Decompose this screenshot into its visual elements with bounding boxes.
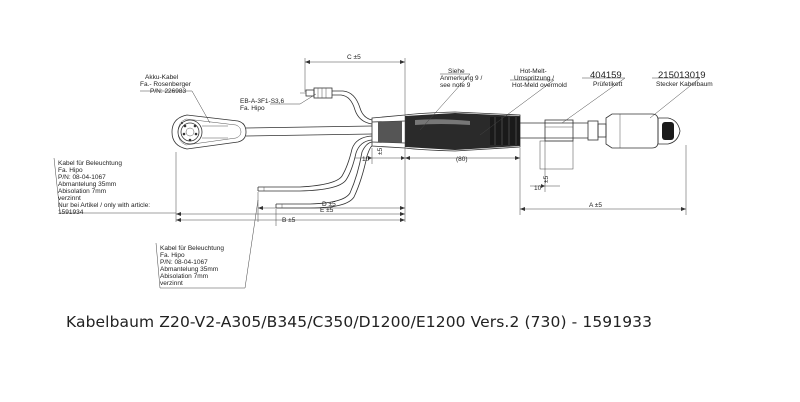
svg-text:10: 10 [534,185,542,192]
lighting-cables [257,135,373,209]
svg-text:see note 9: see note 9 [440,82,471,89]
test-label-label: 404159 Prüfetikett [590,70,622,88]
svg-text:Fa. Hipo: Fa. Hipo [160,252,185,259]
svg-text:Fa.- Rosenberger: Fa.- Rosenberger [140,81,192,88]
drawing-caption: Kabelbaum Z20-V2-A305/B345/C350/D1200/E1… [66,313,653,331]
dimension-lines [175,58,687,226]
wiring-harness-drawing: Akku-Kabel Fa.- Rosenberger P/N: 226983 … [53,54,713,289]
svg-text:P/N: 226983: P/N: 226983 [150,88,187,95]
svg-text:Hot-Melt-: Hot-Melt- [520,68,547,75]
svg-text:Abmantelung 35mm: Abmantelung 35mm [58,181,116,188]
svg-text:±5: ±5 [543,175,550,183]
lighting-cable-label-1: Kabel für Beleuchtung Fa. Hipo P/N: 08-0… [58,160,150,216]
svg-text:215013019: 215013019 [658,70,706,81]
leader-lines [53,73,701,289]
svg-text:Nur bei Artikel / only with ar: Nur bei Artikel / only with article: [58,202,150,209]
svg-text:B ±5: B ±5 [282,217,296,224]
see-note-label: Siehe Anmerkung 9 / see note 9 [440,68,482,89]
harness-connector [587,113,681,149]
svg-text:Stecker Kabelbaum: Stecker Kabelbaum [656,81,713,88]
svg-text:Akku-Kabel: Akku-Kabel [145,74,179,81]
svg-text:Abisolation 7mm: Abisolation 7mm [58,188,106,195]
svg-text:Abmantelung 35mm: Abmantelung 35mm [160,266,218,273]
svg-text:Kabel für Beleuchtung: Kabel für Beleuchtung [160,245,224,252]
svg-text:Hot-Meld overmold: Hot-Meld overmold [512,82,567,89]
dimension-texts: C ±5 10 ±5 (80) 10 ±5 D ±5 E ±5 B ±5 A ±… [282,54,602,224]
svg-text:10: 10 [362,156,370,163]
eb-branch-cable [300,87,373,125]
svg-text:Prüfetikett: Prüfetikett [593,81,622,88]
svg-text:Fa. Hipo: Fa. Hipo [58,167,83,174]
svg-text:Siehe: Siehe [448,68,465,75]
right-cable [520,119,588,142]
hot-melt-label: Hot-Melt- Umspritzung / Hot-Meld overmol… [512,68,567,89]
lighting-cable-label-2: Kabel für Beleuchtung Fa. Hipo P/N: 08-0… [160,245,224,287]
svg-text:±5: ±5 [377,147,384,155]
svg-text:C ±5: C ±5 [347,54,361,61]
svg-text:Fa. Hipo: Fa. Hipo [240,105,265,112]
svg-text:Umspritzung /: Umspritzung / [514,75,554,82]
connector-part-label: 215013019 Stecker Kabelbaum [656,70,713,88]
svg-text:Kabel für Beleuchtung: Kabel für Beleuchtung [58,160,122,167]
svg-text:404159: 404159 [590,70,622,81]
svg-text:A ±5: A ±5 [589,202,602,209]
svg-text:P/N: 08-04-1067: P/N: 08-04-1067 [58,174,106,181]
svg-text:verzinnt: verzinnt [58,195,81,202]
svg-text:1591934: 1591934 [58,209,84,216]
svg-text:(80): (80) [456,156,468,163]
svg-text:EB-A-3F1-S3,6: EB-A-3F1-S3,6 [240,98,284,105]
svg-text:E ±5: E ±5 [320,207,334,214]
svg-text:verzinnt: verzinnt [160,280,183,287]
svg-text:Anmerkung 9 /: Anmerkung 9 / [440,75,482,82]
battery-connector [171,114,247,150]
eb-label: EB-A-3F1-S3,6 Fa. Hipo [240,98,284,112]
svg-text:P/N: 08-04-1067: P/N: 08-04-1067 [160,259,208,266]
hot-melt-overmold [371,111,521,152]
main-cable [245,125,373,137]
akku-cable-label: Akku-Kabel Fa.- Rosenberger P/N: 226983 [140,74,192,95]
svg-text:D ±5: D ±5 [322,201,336,208]
svg-text:Abisolation 7mm: Abisolation 7mm [160,273,208,280]
